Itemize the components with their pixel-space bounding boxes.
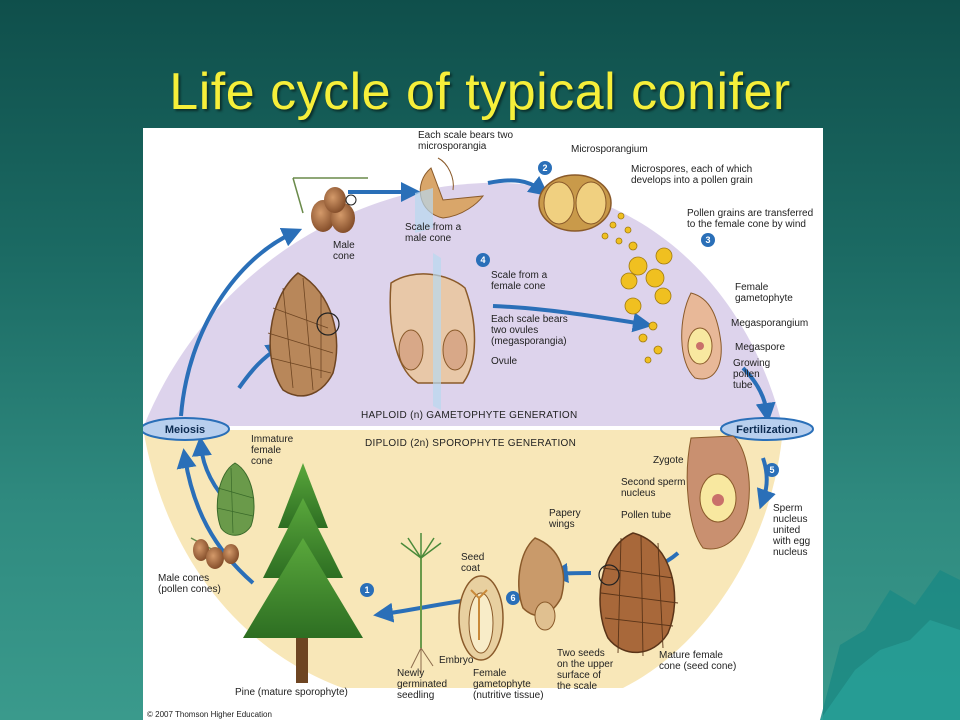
second-sperm-2: nucleus	[621, 488, 655, 499]
step-5: 5	[769, 465, 774, 475]
scale-male-label-1: Scale from a	[405, 222, 462, 233]
newly-1: Newly	[397, 668, 424, 679]
two-seeds-1: Two seeds	[557, 648, 605, 659]
papery-1: Papery	[549, 508, 581, 519]
sperm-2: nucleus	[773, 514, 807, 525]
embryo-label: Embryo	[439, 655, 474, 666]
microsporangium-illustration: 2	[538, 161, 612, 232]
female-gam-2: gametophyte	[735, 293, 793, 304]
each-scale-micro-2: microsporangia	[418, 141, 487, 152]
meiosis-label: Meiosis	[165, 424, 205, 436]
immature-cone-illustration	[216, 462, 255, 536]
sperm-5: nucleus	[773, 547, 807, 558]
pine-tree-illustration	[243, 463, 363, 683]
male-scale-illustration	[415, 157, 485, 233]
mature-cone-illustration	[598, 532, 679, 657]
diploid-generation-label: DIPLOID (2n) SPOROPHYTE GENERATION	[365, 438, 576, 449]
newly-3: seedling	[397, 690, 434, 701]
meiosis-oval: Meiosis	[143, 417, 230, 441]
immature-1: Immature	[251, 434, 294, 445]
mature-cone-1: Mature female	[659, 650, 723, 661]
megasporangium-label: Megasporangium	[731, 318, 808, 329]
mature-cone-2: cone (seed cone)	[659, 661, 736, 672]
male-cones-2: (pollen cones)	[158, 584, 221, 595]
male-cone-label-2: cone	[333, 251, 355, 262]
fertilization-oval: Fertilization	[720, 417, 814, 441]
growing-1: Growing	[733, 358, 770, 369]
second-sperm-1: Second sperm	[621, 477, 685, 488]
megaspore-label: Megaspore	[735, 342, 785, 353]
ovules-label-3: (megasporangia)	[491, 336, 567, 347]
seedling-illustration	[400, 533, 442, 673]
pollen-transfer-2: to the female cone by wind	[687, 219, 806, 230]
haploid-generation-label: HAPLOID (n) GAMETOPHYTE GENERATION	[361, 410, 578, 421]
step-2: 2	[542, 163, 547, 173]
female-gam-1: Female	[735, 282, 769, 293]
male-cones-1: Male cones	[158, 573, 209, 584]
microspores-label-2: develops into a pollen grain	[631, 175, 753, 186]
sperm-3: united	[773, 525, 800, 536]
microsporangium-label: Microsporangium	[571, 144, 648, 155]
ovules-label-2: two ovules	[491, 325, 538, 336]
female-gam-b-2: gametophyte	[473, 679, 531, 690]
step-1: 1	[364, 585, 369, 595]
newly-2: germinated	[397, 679, 447, 690]
slide-title: Life cycle of typical conifer	[169, 63, 791, 121]
scale-male-label-2: male cone	[405, 233, 452, 244]
papery-2: wings	[548, 519, 575, 530]
step-3: 3	[705, 235, 710, 245]
scale-female-2: female cone	[491, 281, 546, 292]
diagram-canvas: HAPLOID (n) GAMETOPHYTE GENERATION DIPLO…	[143, 130, 823, 719]
step-4: 4	[480, 255, 485, 265]
zygote-label: Zygote	[653, 455, 684, 466]
ovule-illustration	[681, 292, 722, 380]
two-seeds-2: on the upper	[557, 659, 614, 670]
two-seeds-3: surface of	[557, 670, 601, 681]
step-6: 6	[510, 593, 515, 603]
pine-label: Pine (mature sporophyte)	[235, 687, 348, 698]
pollen-grains	[601, 212, 673, 364]
immature-3: cone	[251, 456, 273, 467]
scale-female-1: Scale from a	[491, 270, 548, 281]
microspores-label-1: Microspores, each of which	[631, 164, 752, 175]
life-cycle-diagram: HAPLOID (n) GAMETOPHYTE GENERATION DIPLO…	[143, 128, 823, 720]
female-gam-b-3: (nutritive tissue)	[473, 690, 544, 701]
pollen-cones-illustration	[190, 537, 239, 569]
winged-seed-illustration	[518, 537, 565, 631]
seed-section-illustration: 6	[458, 575, 520, 661]
two-seeds-4: the scale	[557, 681, 597, 692]
growing-3: tube	[733, 380, 753, 391]
growing-2: pollen	[733, 369, 760, 380]
seed-coat-2: coat	[461, 563, 480, 574]
sperm-4: with egg	[772, 536, 810, 547]
each-scale-micro-1: Each scale bears two	[418, 130, 513, 141]
copyright-label: © 2007 Thomson Higher Education	[147, 710, 272, 719]
pollen-tube-label: Pollen tube	[621, 510, 671, 521]
fertilization-illustration: 5	[686, 435, 779, 550]
pollen-transfer-1: Pollen grains are transferred	[687, 208, 813, 219]
female-gam-b-1: Female	[473, 668, 507, 679]
seed-coat-1: Seed	[461, 552, 484, 563]
immature-2: female	[251, 445, 281, 456]
male-cone-label-1: Male	[333, 240, 355, 251]
female-cone-illustration	[267, 272, 340, 397]
fertilization-label: Fertilization	[736, 424, 798, 436]
ovules-label-1: Each scale bears	[491, 314, 568, 325]
male-cone-illustration	[292, 177, 368, 233]
female-scale-illustration: 4	[389, 253, 490, 410]
ovule-label: Ovule	[491, 356, 518, 367]
sperm-1: Sperm	[773, 503, 802, 514]
mountain-decoration	[820, 570, 960, 720]
